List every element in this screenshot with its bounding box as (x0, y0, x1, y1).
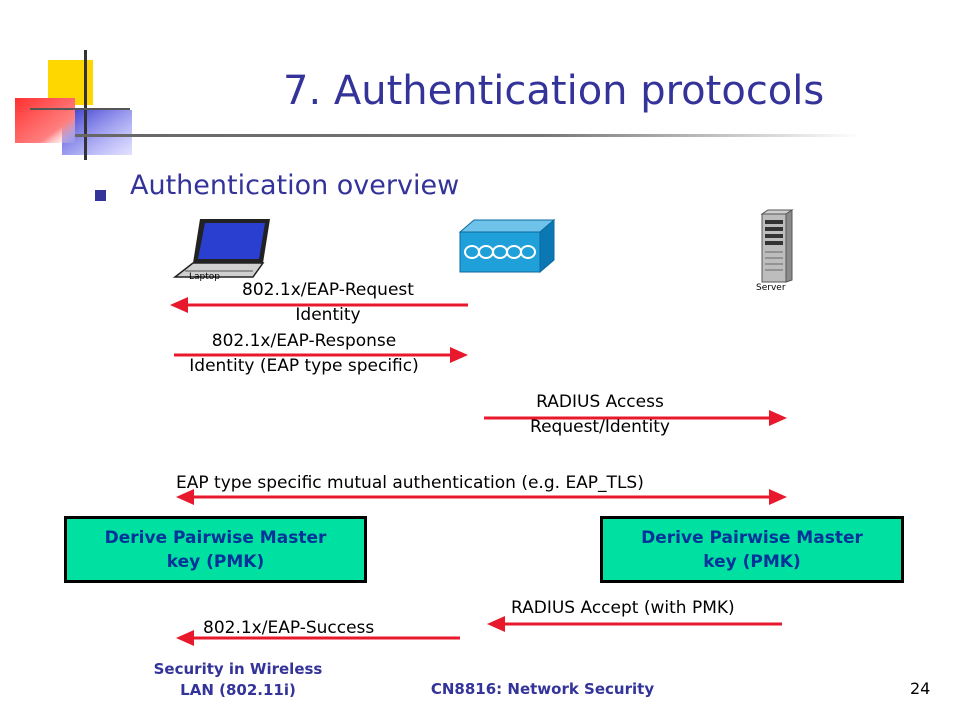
bullet-marker (95, 190, 106, 201)
arrow-eap-success (176, 630, 460, 646)
radius-request-label: RADIUS Access Request/Identity (530, 392, 670, 437)
laptop-icon: Laptop (165, 215, 275, 285)
arrow-eap-request (170, 297, 468, 313)
arrow-radius-request (484, 410, 787, 426)
footer-left: Security in Wireless LAN (802.11i) (153, 660, 323, 699)
pmk-box-left: Derive Pairwise Master key (PMK) (64, 516, 367, 583)
server-icon: Server (754, 208, 804, 296)
server-label: Server (756, 283, 786, 293)
laptop-label: Laptop (189, 272, 220, 282)
arrow-radius-accept (487, 616, 782, 632)
bullet-text: Authentication overview (130, 170, 460, 201)
mutual-auth-label: EAP type specific mutual authentication … (176, 473, 644, 493)
radius-accept-label: RADIUS Accept (with PMK) (511, 598, 735, 618)
eap-response-label: 802.1x/EAP-Response Identity (EAP type s… (189, 331, 419, 376)
page-number: 24 (910, 679, 931, 698)
title-underline (75, 134, 860, 137)
arrow-eap-response (174, 347, 468, 363)
pmk-box-right: Derive Pairwise Master key (PMK) (600, 516, 904, 583)
switch-icon (458, 218, 558, 274)
eap-request-label: 802.1x/EAP-Request Identity (242, 280, 414, 325)
corner-logo (15, 50, 132, 160)
page-title: 7. Authentication protocols (283, 68, 825, 114)
eap-success-label: 802.1x/EAP-Success (203, 618, 375, 638)
footer-center: CN8816: Network Security (430, 680, 655, 698)
arrow-mutual-auth (176, 489, 787, 505)
